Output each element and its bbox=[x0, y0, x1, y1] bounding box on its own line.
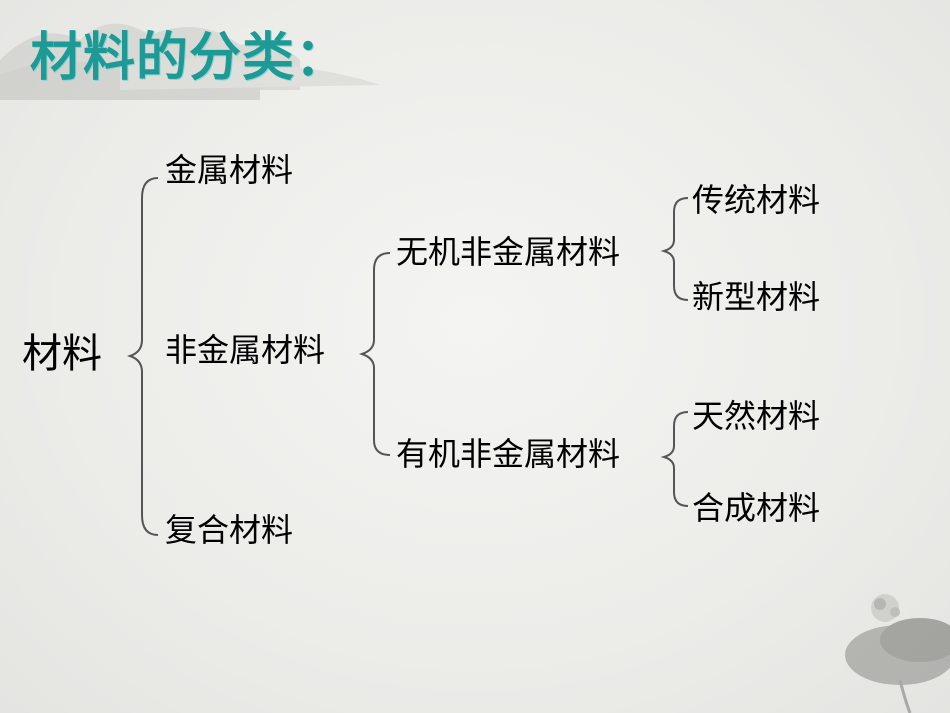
organic-brace bbox=[660, 411, 689, 507]
page-title: 材料的分类： bbox=[30, 28, 349, 88]
node-new-type: 新型材料 bbox=[692, 278, 821, 316]
nonmetal-brace bbox=[358, 252, 391, 456]
node-organic-nonmetal: 有机非金属材料 bbox=[396, 435, 621, 473]
node-traditional: 传统材料 bbox=[692, 181, 821, 219]
node-synthetic: 合成材料 bbox=[692, 489, 821, 527]
node-inorganic-nonmetal: 无机非金属材料 bbox=[396, 233, 621, 271]
root-node: 材料 bbox=[22, 331, 102, 377]
root-brace bbox=[126, 177, 159, 536]
inorganic-brace bbox=[660, 197, 689, 301]
node-nonmetal: 非金属材料 bbox=[165, 331, 326, 369]
node-natural: 天然材料 bbox=[692, 397, 821, 435]
mountain-decoration bbox=[0, 23, 380, 100]
node-composite: 复合材料 bbox=[165, 511, 294, 549]
lotus-decoration bbox=[845, 594, 950, 713]
node-metal: 金属材料 bbox=[165, 151, 294, 189]
